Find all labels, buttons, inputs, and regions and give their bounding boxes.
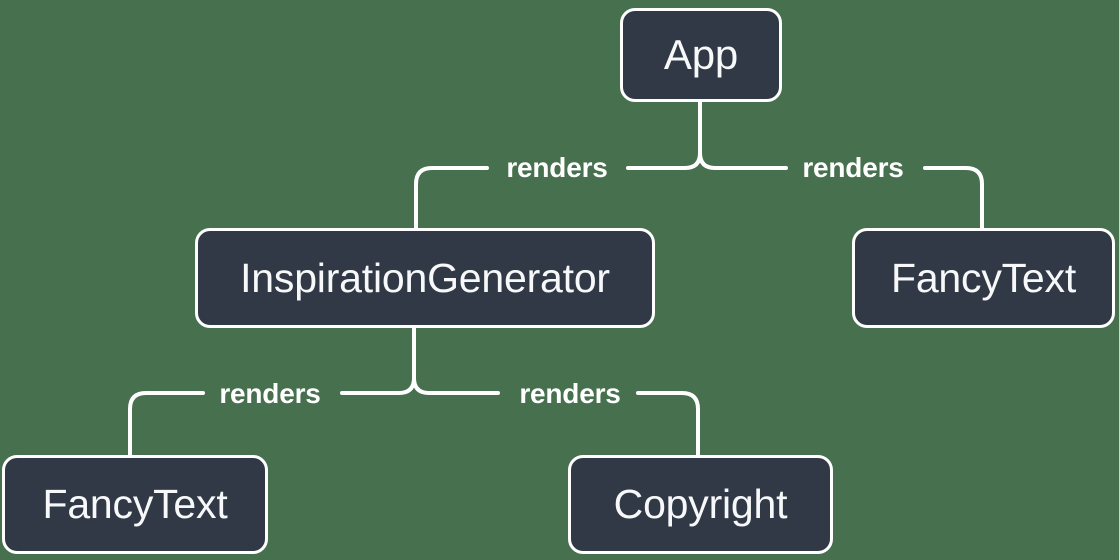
edge-label-text: renders [519, 378, 621, 409]
edge-label-text: renders [219, 378, 321, 409]
edge-inspiration-left-junction [340, 326, 416, 395]
node-inspiration-generator: InspirationGenerator [195, 228, 655, 328]
edge-label-text: renders [506, 152, 608, 183]
node-fancy-text-bottom: FancyText [2, 455, 268, 554]
edge-app-right-junction [698, 100, 788, 170]
edge-app-left-junction [626, 100, 702, 170]
node-fancy-text-top: FancyText [852, 228, 1115, 328]
node-app-label: App [663, 31, 739, 78]
node-fancy-text-top-label: FancyText [890, 254, 1077, 301]
node-copyright: Copyright [568, 455, 833, 554]
edge-into-fancy-text-top [923, 166, 984, 231]
node-copyright-label: Copyright [613, 481, 788, 527]
edge-label-inspiration-fancy-text: renders [209, 377, 331, 411]
edge-label-text: renders [802, 152, 904, 183]
edge-label-app-inspiration: renders [496, 151, 618, 185]
node-fancy-text-bottom-label: FancyText [42, 481, 228, 527]
edge-into-fancy-text-bottom [128, 391, 205, 458]
edge-label-inspiration-copyright: renders [509, 377, 631, 411]
node-app: App [620, 8, 782, 102]
edge-inspiration-right-junction [412, 326, 500, 395]
edge-into-copyright [636, 391, 700, 458]
edge-into-inspiration-generator [414, 166, 489, 231]
node-inspiration-generator-label: InspirationGenerator [240, 254, 610, 301]
edge-label-app-fancy-text: renders [792, 151, 914, 185]
